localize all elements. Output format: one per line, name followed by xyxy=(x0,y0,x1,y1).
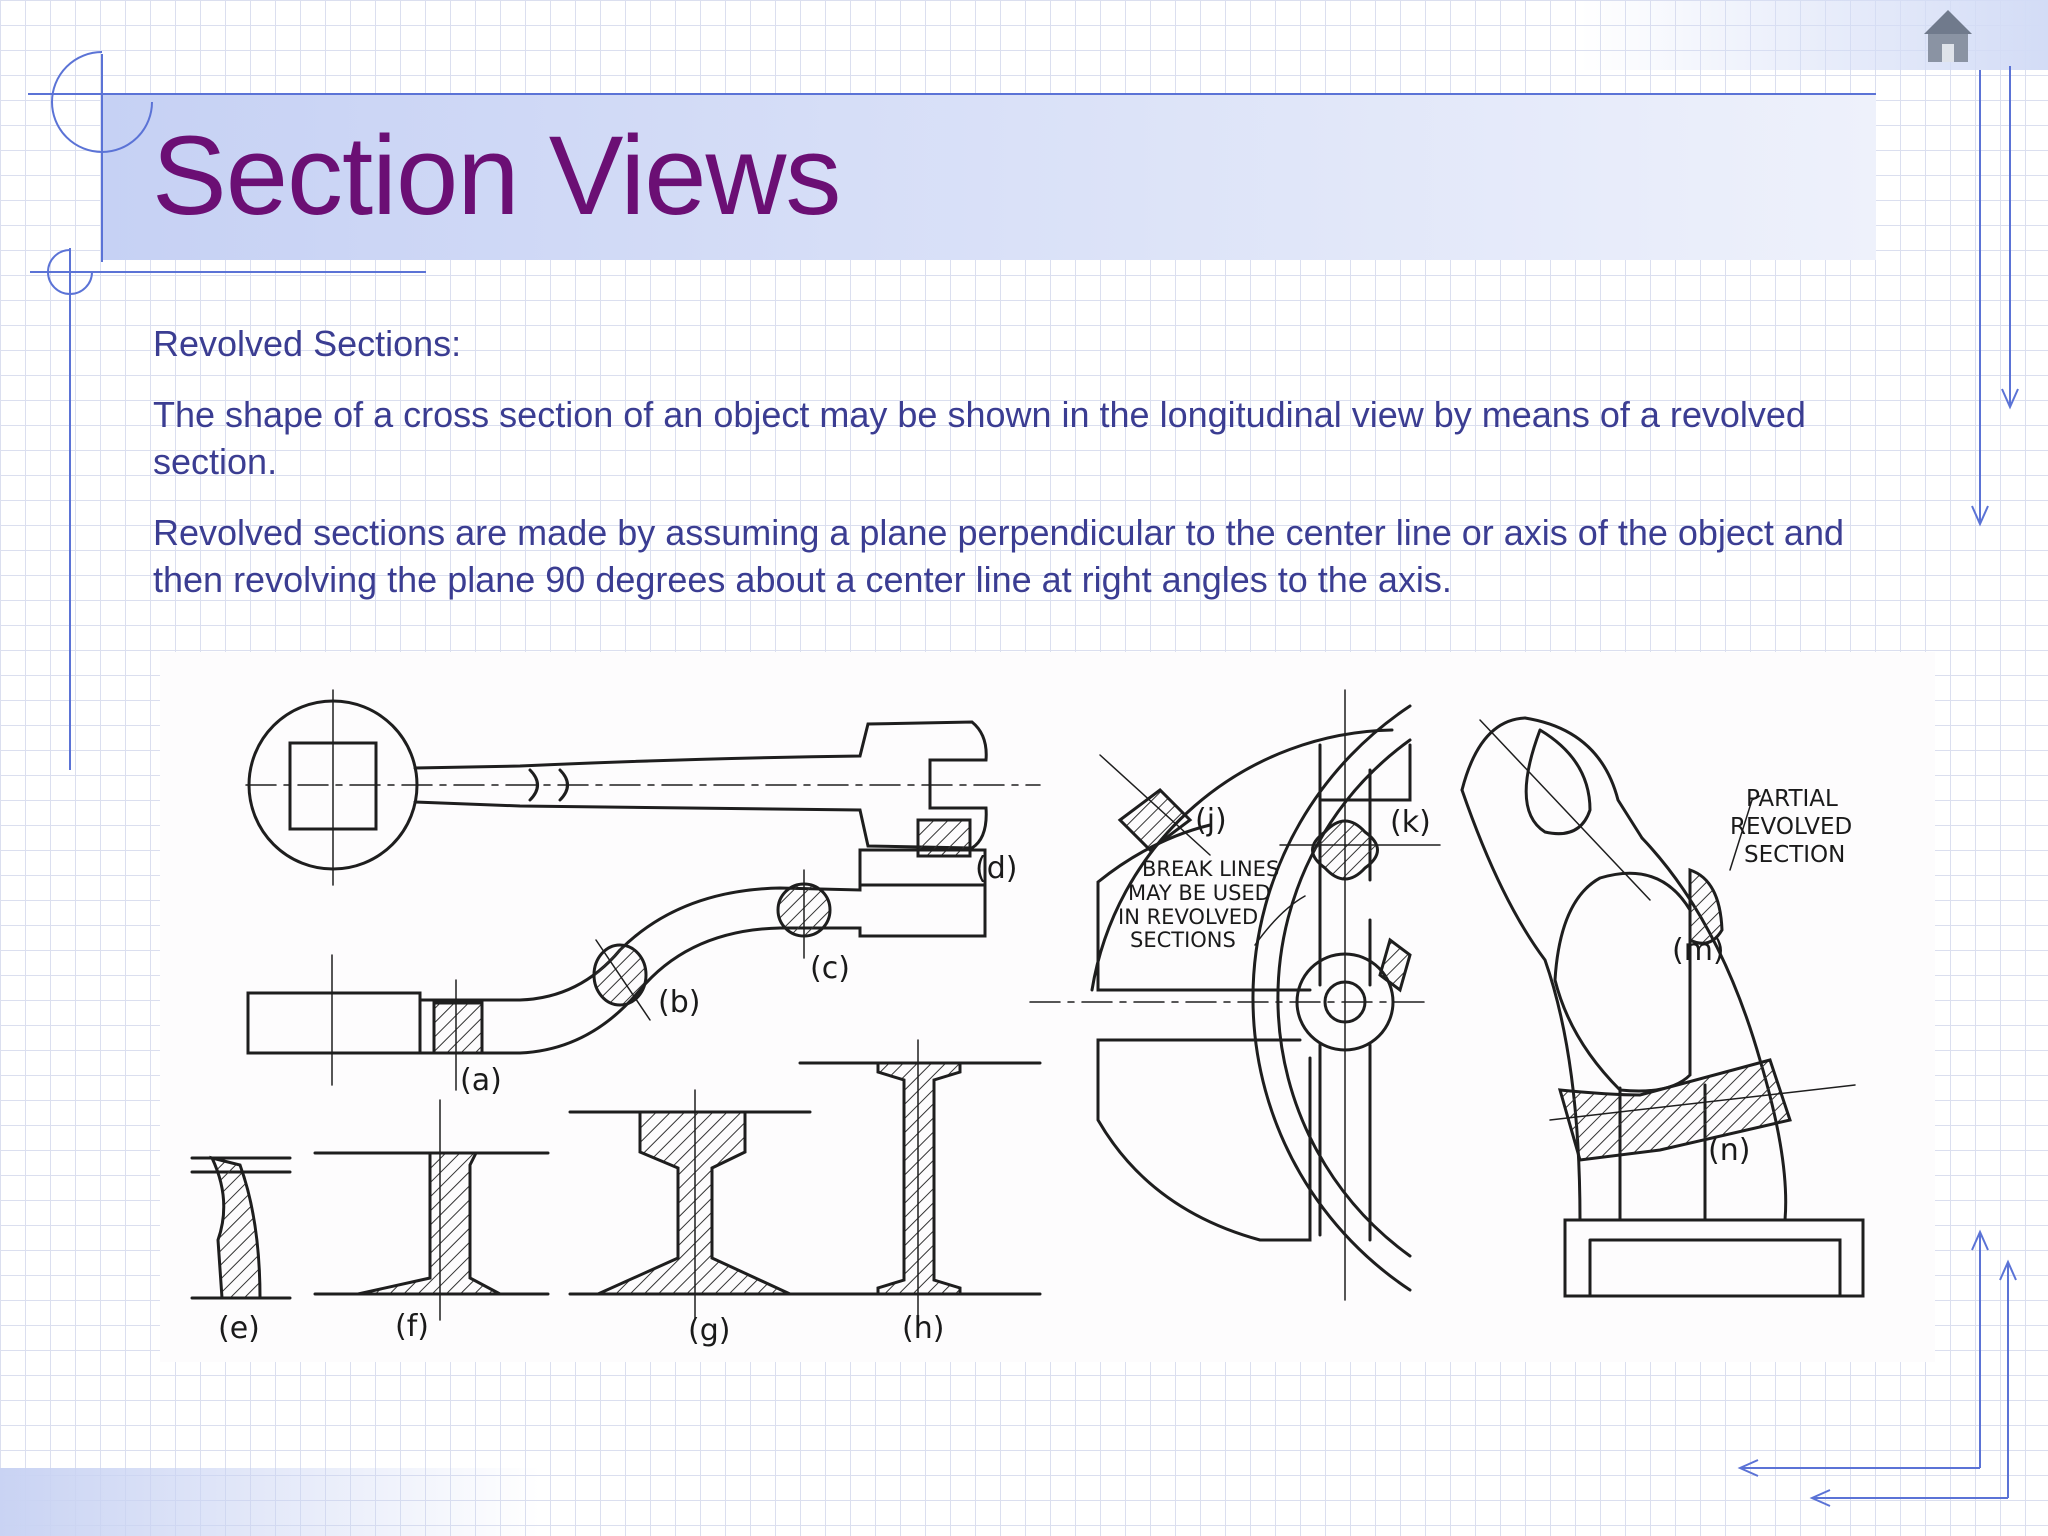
label-m: (m) xyxy=(1672,933,1725,968)
label-e: (e) xyxy=(218,1311,260,1346)
partial-note-line-1: PARTIAL xyxy=(1746,786,1838,812)
label-h: (h) xyxy=(902,1311,944,1346)
break-note-line-4: SECTIONS xyxy=(1130,928,1236,952)
slide-body: Revolved Sections: The shape of a cross … xyxy=(153,320,1853,627)
break-note-line-2: MAY BE USED xyxy=(1128,881,1271,905)
home-icon xyxy=(1924,10,1972,62)
slide-title: Section Views xyxy=(152,113,841,238)
beam-sections-drawing xyxy=(190,1039,1042,1321)
top-right-band xyxy=(1580,0,2048,70)
label-j: (j) xyxy=(1195,803,1227,838)
label-c: (c) xyxy=(810,951,850,986)
partial-note-line-3: SECTION xyxy=(1744,842,1845,868)
break-note-line-3: IN REVOLVED xyxy=(1118,905,1258,929)
offset-bar-drawing xyxy=(246,848,987,1091)
paragraph-heading: Revolved Sections: xyxy=(153,323,462,364)
label-b: (b) xyxy=(658,985,700,1020)
label-a: (a) xyxy=(460,1063,502,1098)
label-f: (f) xyxy=(395,1309,429,1344)
partial-note-line-2: REVOLVED xyxy=(1730,814,1852,840)
break-lines-note: BREAK LINES MAY BE USED IN REVOLVED SECT… xyxy=(1118,857,1279,952)
revolved-sections-figure: (a) (b) (c) (d) (e) (f) (g) (h) (j) (k) … xyxy=(160,652,1935,1362)
label-n: (n) xyxy=(1708,1133,1750,1168)
home-button[interactable] xyxy=(1922,6,1974,64)
partial-revolved-note: PARTIAL REVOLVED SECTION xyxy=(1730,786,1852,868)
paragraph-method: Revolved sections are made by assuming a… xyxy=(153,512,1844,600)
bottom-left-band xyxy=(0,1468,540,1536)
curved-arm-drawing xyxy=(1460,716,1865,1298)
label-d: (d) xyxy=(975,851,1017,886)
pulley-wheel-drawing xyxy=(1029,689,1441,1301)
revolved-sections-drawing: (a) (b) (c) (d) (e) (f) (g) (h) (j) (k) … xyxy=(190,689,1865,1348)
break-note-line-1: BREAK LINES xyxy=(1142,857,1279,881)
wrench-drawing xyxy=(245,689,1041,886)
paragraph-definition: The shape of a cross section of an objec… xyxy=(153,394,1806,482)
label-k: (k) xyxy=(1390,805,1431,840)
title-band xyxy=(102,94,1876,260)
label-g: (g) xyxy=(688,1313,730,1348)
